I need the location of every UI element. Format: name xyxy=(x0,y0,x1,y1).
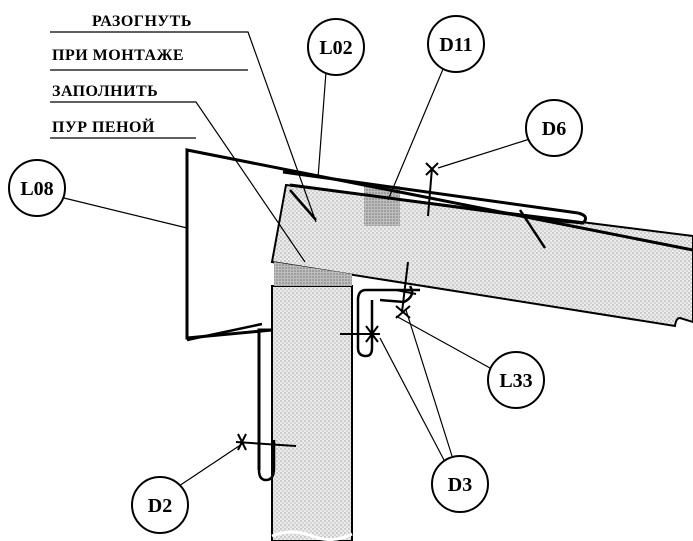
screw-d3-lower xyxy=(340,325,380,343)
note-fill-line1: ЗАПОЛНИТЬ xyxy=(52,83,158,100)
flashing-l33 xyxy=(356,288,420,358)
leader-lines xyxy=(50,31,534,493)
callout-d2: D2 xyxy=(131,476,189,534)
svg-text:D2: D2 xyxy=(148,495,172,517)
callout-l33: L33 xyxy=(487,351,545,409)
wall-panel xyxy=(271,285,353,541)
callout-d6: D6 xyxy=(525,99,583,157)
fastener-clip-d2 xyxy=(257,440,276,482)
svg-text:L33: L33 xyxy=(499,370,532,392)
screw-d3-upper xyxy=(395,261,417,319)
screw-d6 xyxy=(425,162,439,217)
callout-l08: L08 xyxy=(8,159,66,217)
note-bend-line1: РАЗОГНУТЬ xyxy=(92,13,192,30)
note-bend-line2: ПРИ МОНТАЖЕ xyxy=(52,47,184,64)
sealing-tape-d11 xyxy=(364,186,400,226)
callout-d11: D11 xyxy=(427,15,485,73)
foam-fill-zone xyxy=(274,262,352,286)
svg-text:L08: L08 xyxy=(20,178,53,200)
wall-panel-broken-edge xyxy=(271,530,353,541)
callout-d3: D3 xyxy=(431,455,489,513)
svg-text:D3: D3 xyxy=(448,474,472,496)
note-fill-line2: ПУР ПЕНОЙ xyxy=(52,117,155,136)
svg-text:D11: D11 xyxy=(439,34,472,56)
callout-l02: L02 xyxy=(307,18,365,76)
svg-text:L02: L02 xyxy=(319,37,352,59)
svg-text:D6: D6 xyxy=(542,118,566,140)
screw-d2 xyxy=(235,433,297,451)
flashing-l08 xyxy=(185,148,693,470)
